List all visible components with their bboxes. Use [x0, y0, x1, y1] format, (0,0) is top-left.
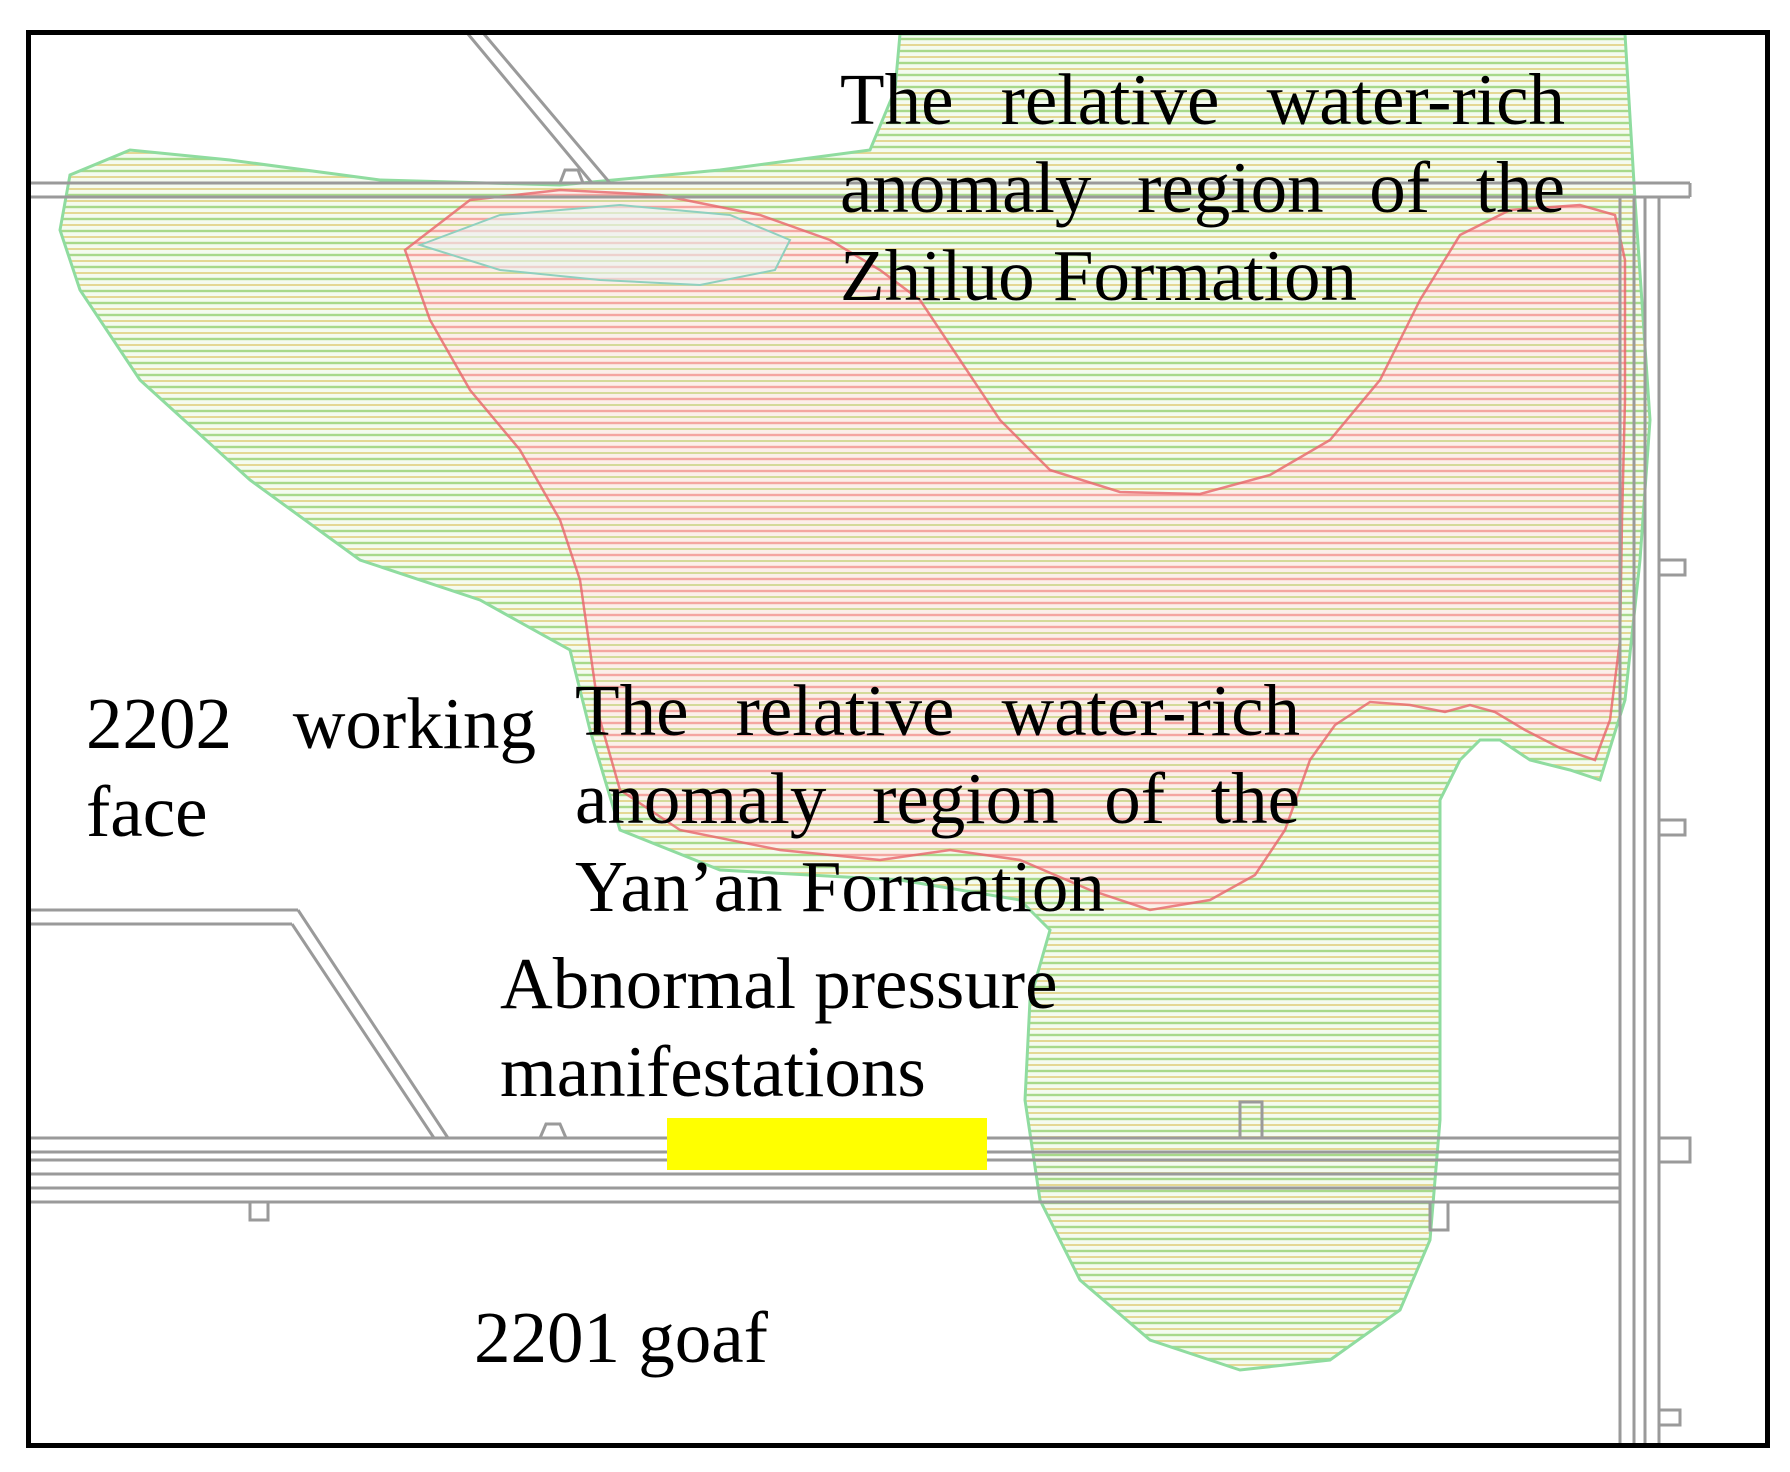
- pressure-manifestation-label: Abnormal pressure manifestations: [500, 943, 1058, 1112]
- working-face-label: 2202 working face: [86, 683, 536, 852]
- yanan-region-label: The relative water-rich anomaly region o…: [575, 670, 1300, 927]
- goaf-label: 2201 goaf: [474, 1297, 768, 1378]
- yanan-inner-lens: [416, 203, 792, 287]
- yanan-anomaly-region: [403, 188, 1627, 912]
- pressure-marker: [667, 1118, 987, 1170]
- zhiluo-region-label: The relative water-rich anomaly region o…: [840, 59, 1565, 316]
- map-frame: [26, 30, 1770, 1448]
- mine-roadways: [30, 33, 1692, 1444]
